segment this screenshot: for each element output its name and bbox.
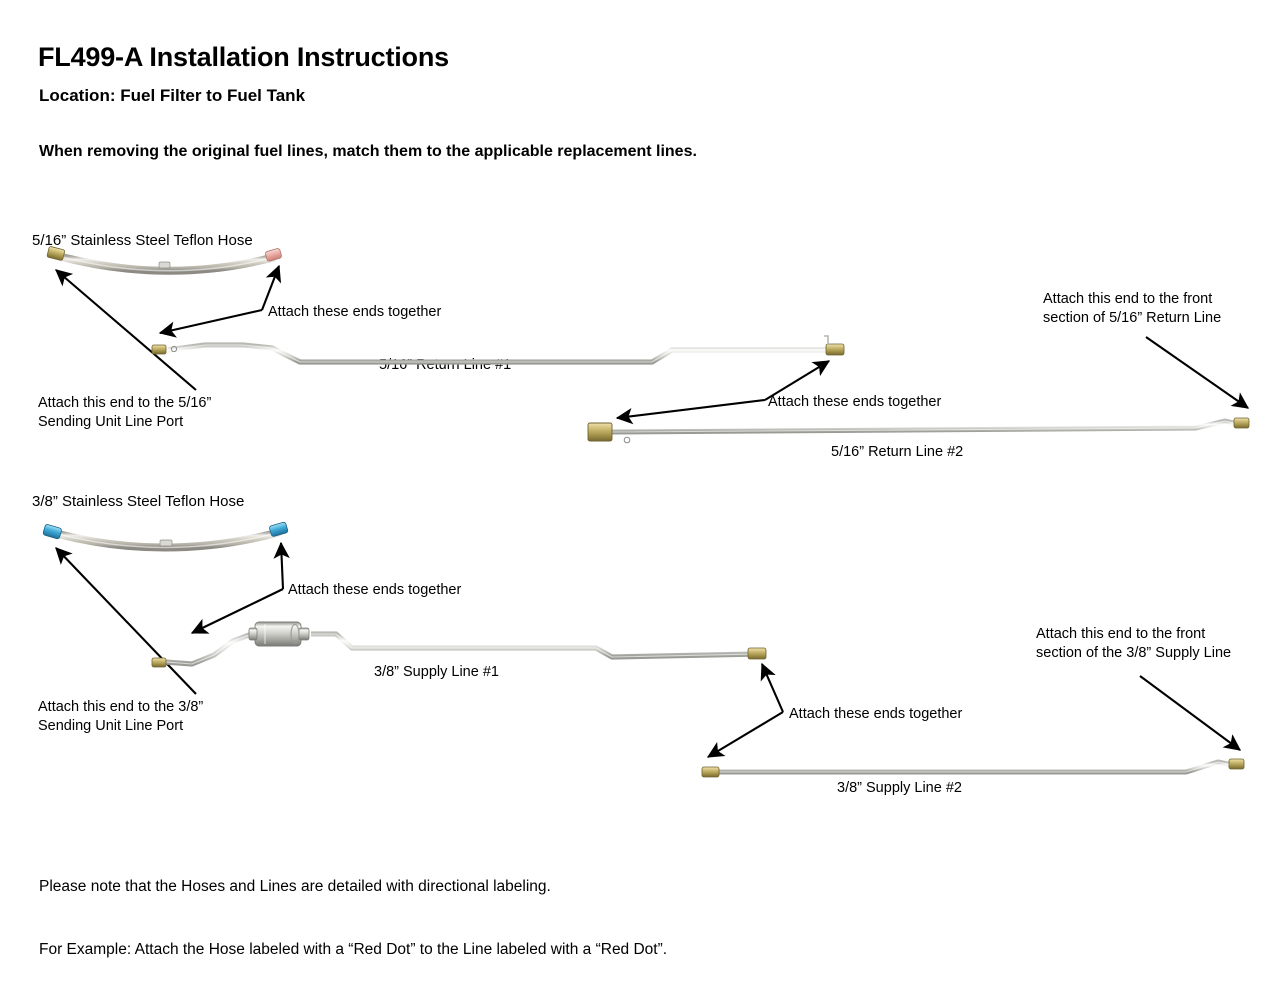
supply-line-1-fitting-right <box>747 647 767 660</box>
hose-516-collar <box>158 261 171 269</box>
page-title: FL499-A Installation Instructions <box>38 42 449 72</box>
hose-516-fitting-right-red-dot <box>265 248 282 262</box>
supply-line-1-highlight-right <box>311 633 759 658</box>
supply-line-1-fitting-left <box>151 657 167 668</box>
arrow-attach-ends-516-lines <box>615 360 831 425</box>
annotation-attach-ends-516-hose: Attach these ends together <box>268 304 442 320</box>
supply-line-1 <box>151 621 767 668</box>
supply-line-2 <box>701 758 1245 778</box>
directional-labeling-note: Please note that the Hoses and Lines are… <box>39 836 667 1002</box>
return-line-2-fitting-left <box>587 422 613 442</box>
supply-line-2-highlight <box>718 761 1233 773</box>
location-subtitle: Location: Fuel Filter to Fuel Tank <box>39 86 306 105</box>
label-return-line-2: 5/16” Return Line #2 <box>831 444 964 460</box>
intro-instruction: When removing the original fuel lines, m… <box>39 143 697 160</box>
return-line-2-highlight <box>611 420 1239 433</box>
annotation-sending-unit-516: Attach this end to the 5/16” Sending Uni… <box>38 395 212 430</box>
return-line-2-fitting-right <box>1233 417 1250 429</box>
hose-38-assembly <box>42 521 289 552</box>
hose-label-516: 5/16” Stainless Steel Teflon Hose <box>32 232 253 249</box>
arrow-attach-ends-38-lines <box>706 662 784 758</box>
annotation-front-section-516: Attach this end to the front section of … <box>1043 291 1222 326</box>
hose-516-highlight <box>57 255 276 272</box>
return-line-2 <box>587 417 1250 444</box>
return-line-1 <box>151 335 845 365</box>
supply-line-1-tube-right <box>311 631 759 660</box>
hose-516-assembly <box>46 246 282 275</box>
return-line-1-fitting-left <box>151 344 167 355</box>
return-line-1-retainer <box>170 345 178 353</box>
arrow-sending-unit-516 <box>55 269 197 391</box>
arrow-front-section-38 <box>1139 675 1242 751</box>
supply-line-2-fitting-right <box>1228 758 1245 770</box>
supply-line-2-fitting-left <box>701 766 720 778</box>
label-supply-line-1: 3/8” Supply Line #1 <box>374 664 499 680</box>
label-supply-line-2: 3/8” Supply Line #2 <box>837 780 962 796</box>
hose-516-fitting-left <box>46 246 65 261</box>
inline-fuel-filter-canister <box>248 621 310 647</box>
note-line-1: Please note that the Hoses and Lines are… <box>39 878 551 896</box>
annotation-sending-unit-38: Attach this end to the 3/8” Sending Unit… <box>38 699 204 734</box>
note-line-2: For Example: Attach the Hose labeled wit… <box>39 941 668 959</box>
arrow-sending-unit-38 <box>55 547 197 695</box>
arrow-attach-ends-516-hose <box>158 264 282 338</box>
hose-38-collar <box>159 539 173 547</box>
return-line-2-retainer <box>623 436 631 444</box>
annotation-attach-ends-516-lines: Attach these ends together <box>768 394 942 410</box>
return-line-1-fitting-right <box>825 343 845 356</box>
hose-label-38: 3/8” Stainless Steel Teflon Hose <box>32 493 245 510</box>
arrow-front-section-516 <box>1145 336 1250 409</box>
return-line-1-highlight <box>167 344 830 363</box>
hose-38-fitting-left-blue-dot <box>42 524 62 540</box>
arrow-attach-ends-38-hose <box>190 541 290 634</box>
annotation-front-section-38: Attach this end to the front section of … <box>1036 626 1232 661</box>
hose-38-fitting-right-blue-dot <box>269 521 289 537</box>
annotation-attach-ends-38-lines: Attach these ends together <box>789 706 963 722</box>
annotation-attach-ends-38-hose: Attach these ends together <box>288 582 462 598</box>
supply-line-2-tube <box>718 759 1233 775</box>
return-line-1-clip-tab <box>824 335 829 345</box>
hose-38-highlight <box>57 531 281 549</box>
